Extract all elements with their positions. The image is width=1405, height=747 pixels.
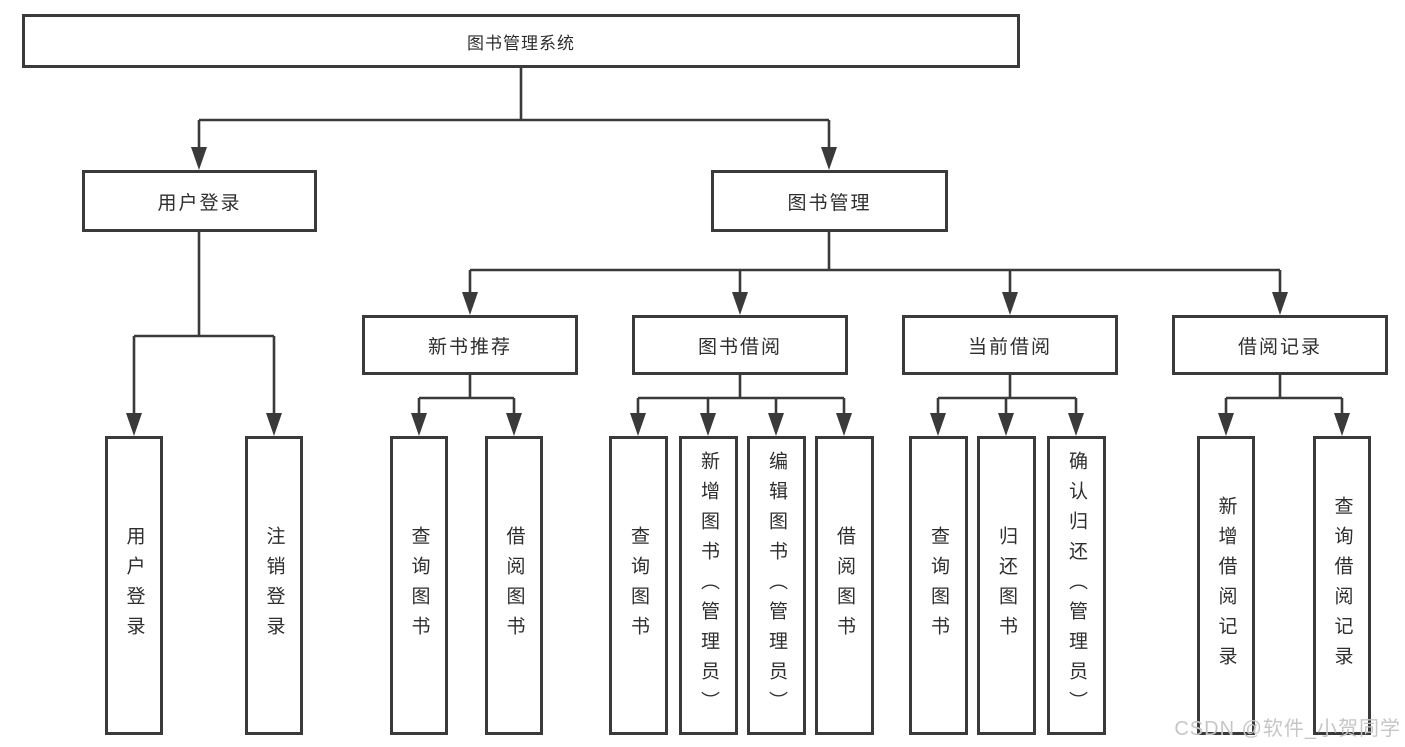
- arrowhead: [732, 292, 748, 315]
- node-new-book-recommend-label: 新书推荐: [427, 336, 512, 358]
- node-book-management: 图书管理: [711, 170, 948, 232]
- arrowhead: [1272, 292, 1288, 315]
- connector-root-to-level2: [191, 68, 837, 170]
- connector-book-management-to-level3: [462, 232, 1288, 315]
- arrowhead: [930, 413, 946, 436]
- arrowhead: [462, 292, 478, 315]
- node-user-login: 用户登录: [82, 170, 317, 232]
- leaf-add-borrow-record: 新增借阅记录: [1197, 436, 1255, 735]
- leaf-query-books-borrow-label: 查询图书: [628, 525, 649, 646]
- leaf-return-books-label: 归还图书: [996, 525, 1017, 646]
- leaf-user-login-label: 用户登录: [123, 525, 145, 646]
- leaf-add-book-admin: 新增图书（管理员）: [679, 436, 738, 735]
- arrowhead: [821, 147, 837, 170]
- arrowhead: [191, 147, 207, 170]
- arrowhead: [1068, 413, 1084, 436]
- node-current-borrow-label: 当前借阅: [967, 336, 1052, 358]
- arrowhead: [1218, 413, 1234, 436]
- node-book-management-label: 图书管理: [787, 192, 872, 214]
- leaf-confirm-return-admin-label: 确认归还（管理员）: [1066, 450, 1087, 721]
- connector-book-borrow-to-leaves: [630, 375, 852, 436]
- leaf-add-borrow-record-label: 新增借阅记录: [1215, 495, 1237, 676]
- leaf-edit-book-admin-label: 编辑图书（管理员）: [766, 450, 787, 721]
- connector-current-borrow-to-leaves: [930, 375, 1084, 436]
- node-book-borrow: 图书借阅: [632, 315, 848, 375]
- node-borrow-records-label: 借阅记录: [1237, 336, 1322, 358]
- leaf-borrow-books-recommend: 借阅图书: [485, 436, 543, 735]
- leaf-edit-book-admin: 编辑图书（管理员）: [747, 436, 806, 735]
- connector-borrow-records-to-leaves: [1218, 375, 1350, 436]
- leaf-add-book-admin-label: 新增图书（管理员）: [698, 450, 719, 721]
- leaf-logout: 注销登录: [245, 436, 303, 735]
- node-borrow-records: 借阅记录: [1172, 315, 1388, 375]
- leaf-query-books-recommend: 查询图书: [390, 436, 448, 735]
- arrowhead: [1334, 413, 1350, 436]
- leaf-borrow-books-recommend-label: 借阅图书: [503, 525, 525, 646]
- arrowhead: [411, 413, 427, 436]
- arrowhead: [126, 413, 142, 436]
- node-root: 图书管理系统: [22, 14, 1020, 68]
- arrowhead: [266, 413, 282, 436]
- arrowhead: [998, 413, 1014, 436]
- leaf-query-books-current-label: 查询图书: [928, 525, 949, 646]
- connector-user-login-to-leaves: [126, 232, 282, 436]
- leaf-confirm-return-admin: 确认归还（管理员）: [1047, 436, 1106, 735]
- leaf-query-borrow-record-label: 查询借阅记录: [1331, 495, 1353, 676]
- arrowhead: [1002, 292, 1018, 315]
- arrowhead: [506, 413, 522, 436]
- leaf-query-books-recommend-label: 查询图书: [408, 525, 430, 646]
- connector-new-book-recommend-to-leaves: [411, 375, 522, 436]
- leaf-return-books: 归还图书: [977, 436, 1036, 735]
- leaf-query-books-borrow: 查询图书: [609, 436, 668, 735]
- node-user-login-label: 用户登录: [157, 192, 242, 214]
- leaf-user-login: 用户登录: [105, 436, 163, 735]
- node-root-label: 图书管理系统: [467, 33, 575, 53]
- leaf-logout-label: 注销登录: [263, 525, 285, 646]
- node-new-book-recommend: 新书推荐: [362, 315, 578, 375]
- arrowhead: [700, 413, 716, 436]
- leaf-query-books-current: 查询图书: [909, 436, 968, 735]
- leaf-query-borrow-record: 查询借阅记录: [1313, 436, 1371, 735]
- node-current-borrow: 当前借阅: [902, 315, 1118, 375]
- arrowhead: [630, 413, 646, 436]
- leaf-borrow-books: 借阅图书: [815, 436, 874, 735]
- arrowhead: [836, 413, 852, 436]
- node-book-borrow-label: 图书借阅: [697, 336, 782, 358]
- leaf-borrow-books-label: 借阅图书: [834, 525, 855, 646]
- watermark: CSDN @软件_小贺同学: [1174, 718, 1401, 740]
- arrowhead: [768, 413, 784, 436]
